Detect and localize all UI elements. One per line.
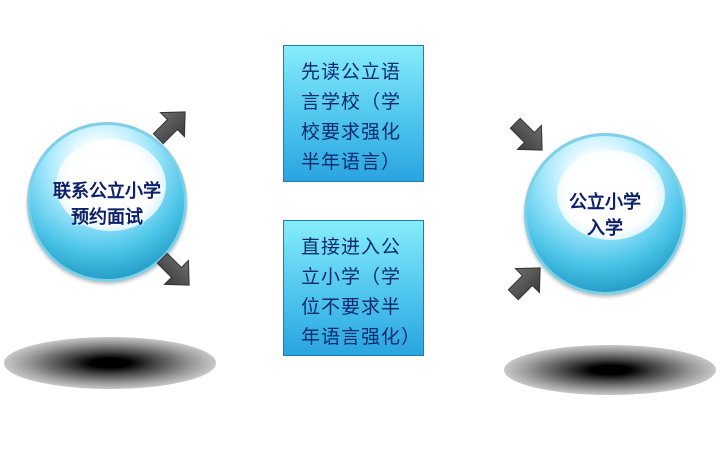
right-node-shadow — [504, 345, 716, 395]
start-node-label-line: 预约面试 — [71, 207, 143, 228]
option-box-direct-entry: 直接进入公 立小学（学 位不要求半 年语言强化） — [283, 220, 424, 356]
sphere-gloss — [56, 139, 166, 231]
option-box-line: 直接进入公 — [301, 236, 402, 258]
arrow-up-right-icon — [152, 111, 186, 145]
arrow-up-right-icon — [507, 267, 541, 301]
option-box-language-school: 先读公立语 言学校（学 校要求强化 半年语言） — [283, 45, 424, 182]
end-node-label-line: 公立小学 — [569, 192, 641, 213]
end-node-label-line: 入学 — [587, 218, 623, 239]
option-box-line: 先读公立语 — [301, 61, 402, 83]
arrow-down-right-icon — [509, 117, 543, 151]
left-node-shadow — [4, 337, 216, 389]
end-node-label: 公立小学 入学 — [527, 190, 683, 242]
option-box-line: 半年语言） — [301, 151, 402, 173]
option-box-line: 立小学（学 — [301, 266, 402, 288]
sphere-gloss — [557, 150, 665, 240]
option-box-line: 言学校（学 — [301, 91, 402, 113]
arrow-down-right-icon — [156, 252, 190, 286]
start-node-label: 联系公立小学 预约面试 — [30, 179, 184, 231]
start-node-label-line: 联系公立小学 — [53, 181, 161, 202]
start-node-sphere: 联系公立小学 预约面试 — [27, 122, 187, 282]
option-box-line: 位不要求半 — [301, 296, 402, 318]
option-box-line: 校要求强化 — [301, 121, 402, 143]
option-box-line: 年语言强化） — [301, 326, 422, 348]
end-node-sphere: 公立小学 入学 — [524, 133, 686, 295]
